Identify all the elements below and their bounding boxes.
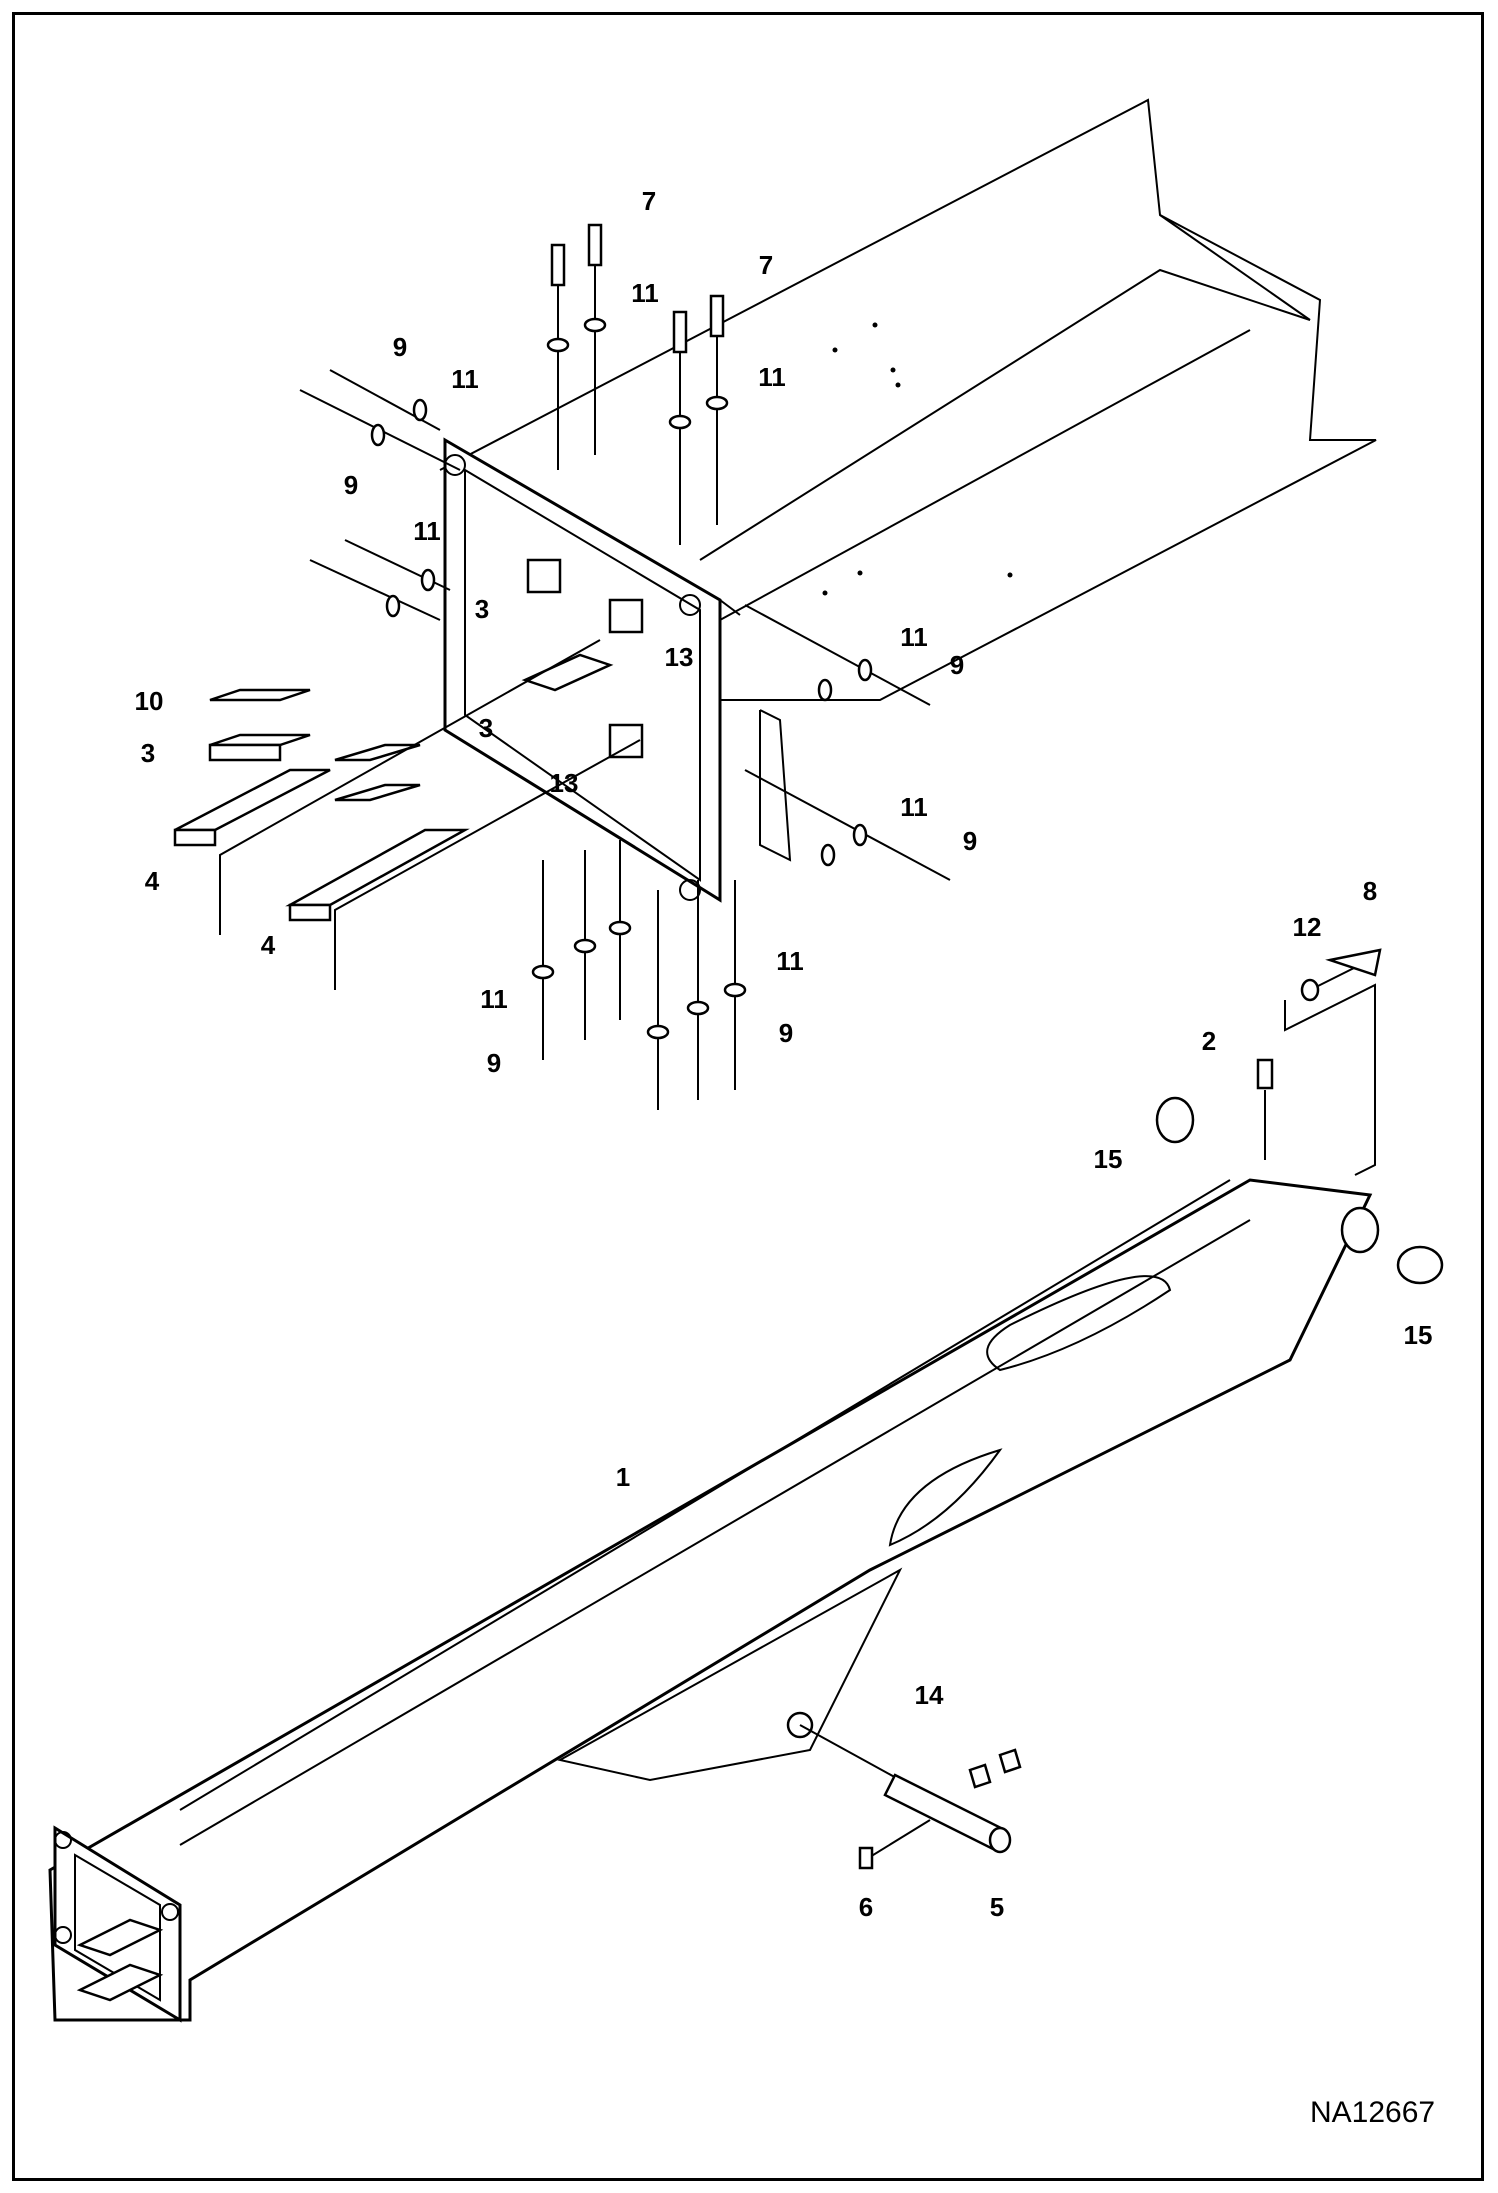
- callout-label: 7: [759, 250, 773, 280]
- callout-label: 15: [1404, 1320, 1433, 1350]
- callout-label: 13: [665, 642, 694, 672]
- callout-label: 11: [758, 362, 786, 392]
- callout-label: 9: [487, 1048, 501, 1078]
- callout-label: 1: [616, 1462, 630, 1492]
- callout-label: 9: [393, 332, 407, 362]
- callout-label: 11: [480, 984, 508, 1014]
- callout-label: 11: [900, 622, 928, 652]
- callout-label: 9: [779, 1018, 793, 1048]
- callout-label: 5: [990, 1892, 1004, 1922]
- callout-label: 4: [261, 930, 276, 960]
- callout-label: 2: [1202, 1026, 1216, 1056]
- callout-label: 13: [550, 768, 579, 798]
- callout-label: 9: [950, 650, 964, 680]
- callout-label: 9: [963, 826, 977, 856]
- mounting-flange-plate: [443, 437, 792, 903]
- callout-label: 11: [413, 516, 441, 546]
- callout-label: 7: [642, 186, 656, 216]
- callout-label: 3: [141, 738, 155, 768]
- callout-label: 11: [631, 278, 659, 308]
- callout-label: 11: [776, 946, 804, 976]
- callout-label: 8: [1363, 876, 1377, 906]
- callout-label: 9: [344, 470, 358, 500]
- callout-label: 15: [1094, 1144, 1123, 1174]
- fastener-set: [299, 223, 951, 1110]
- callout-label: 3: [475, 594, 489, 624]
- callout-label: 11: [451, 364, 479, 394]
- callout-label: 14: [915, 1680, 944, 1710]
- callout-label: 6: [859, 1892, 873, 1922]
- main-boom-arm: [48, 948, 1444, 2023]
- callout-label: 12: [1293, 912, 1322, 942]
- wear-pads: [173, 558, 644, 990]
- callout-label: 4: [145, 866, 160, 896]
- upper-boom-section: [439, 98, 1377, 701]
- callout-labels: 7 7 11 9 11 11 9 11 3 11 13 9 10 3 3 13 11 9 4 8 12 4 11 11 9 2 9 1…: [135, 186, 1433, 1922]
- callout-label: 11: [900, 792, 928, 822]
- drawing-id: NA12667: [1310, 2096, 1435, 2129]
- callout-label: 10: [135, 686, 164, 716]
- callout-label: 3: [479, 713, 493, 743]
